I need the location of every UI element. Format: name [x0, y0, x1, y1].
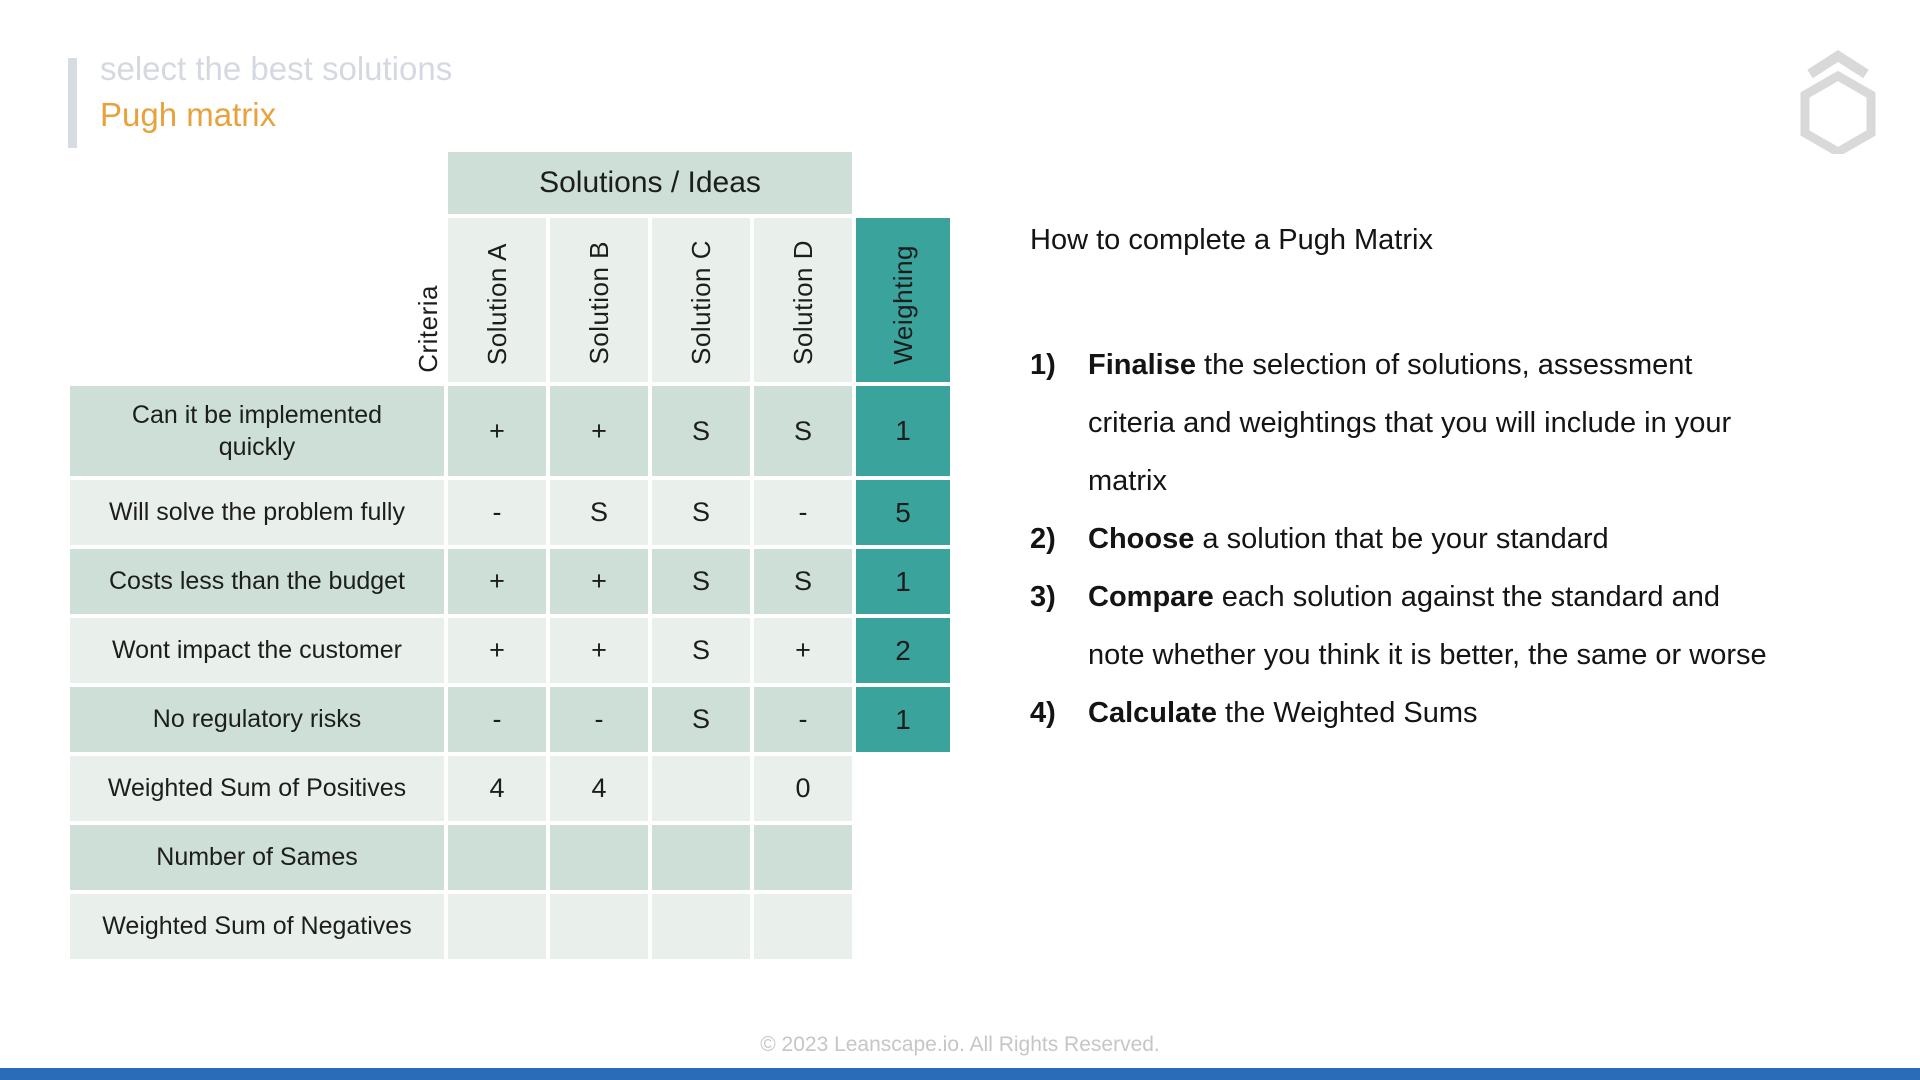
- step-keyword: Calculate: [1088, 697, 1217, 729]
- summary-row: Weighted Sum of Positives 4 4 0: [68, 754, 952, 823]
- howto-heading: How to complete a Pugh Matrix: [1030, 224, 1433, 256]
- spacer-cell: [854, 892, 952, 961]
- summary-cell: [650, 823, 752, 892]
- howto-step-3: 3) Compare each solution against the stan…: [1030, 568, 1775, 684]
- criteria-label-cell: Wont impact the customer: [68, 616, 446, 685]
- column-header-weighting: Weighting: [854, 216, 952, 384]
- spacer-cell: [854, 150, 952, 216]
- summary-cell: [548, 892, 650, 961]
- score-cell: S: [548, 478, 650, 547]
- criteria-row: Will solve the problem fully - S S - 5: [68, 478, 952, 547]
- weight-cell: 5: [854, 478, 952, 547]
- criteria-row: Can it be implemented quickly + + S S 1: [68, 384, 952, 478]
- group-header-row: Solutions / Ideas: [68, 150, 952, 216]
- copyright-footer: © 2023 Leanscape.io. All Rights Reserved…: [760, 1033, 1160, 1056]
- score-cell: -: [446, 685, 548, 754]
- step-number: 2): [1030, 523, 1056, 555]
- leanscape-hexagon-logo-icon: [1786, 46, 1890, 159]
- step-number: 3): [1030, 581, 1056, 613]
- weight-cell: 1: [854, 384, 952, 478]
- score-cell: S: [650, 547, 752, 616]
- step-number: 1): [1030, 349, 1056, 381]
- criteria-header-cell: Criteria: [68, 216, 446, 384]
- column-header-solution-a: Solution A: [446, 216, 548, 384]
- summary-row: Number of Sames: [68, 823, 952, 892]
- summary-cell: [548, 823, 650, 892]
- score-cell: -: [752, 478, 854, 547]
- step-keyword: Finalise: [1088, 349, 1196, 381]
- column-header-solution-b: Solution B: [548, 216, 650, 384]
- weight-cell: 1: [854, 685, 952, 754]
- score-cell: S: [650, 616, 752, 685]
- score-cell: S: [752, 547, 854, 616]
- step-keyword: Compare: [1088, 581, 1214, 613]
- title-accent-bar: [68, 58, 77, 148]
- criteria-row: Costs less than the budget + + S S 1: [68, 547, 952, 616]
- step-text: each solution against the standard and n…: [1088, 581, 1767, 671]
- score-cell: -: [752, 685, 854, 754]
- score-cell: -: [548, 685, 650, 754]
- criteria-label-cell: Costs less than the budget: [68, 547, 446, 616]
- score-cell: S: [650, 478, 752, 547]
- summary-cell: 0: [752, 754, 854, 823]
- summary-row: Weighted Sum of Negatives: [68, 892, 952, 961]
- score-cell: S: [650, 384, 752, 478]
- solutions-ideas-header: Solutions / Ideas: [446, 150, 854, 216]
- spacer-cell: [854, 823, 952, 892]
- step-keyword: Choose: [1088, 523, 1195, 555]
- score-cell: -: [446, 478, 548, 547]
- howto-step-1: 1) Finalise the selection of solutions, a…: [1030, 336, 1775, 510]
- spacer-cell: [854, 754, 952, 823]
- summary-cell: [752, 892, 854, 961]
- score-cell: S: [752, 384, 854, 478]
- slide-subtitle: select the best solutions: [100, 50, 453, 87]
- summary-cell: [650, 892, 752, 961]
- score-cell: +: [446, 547, 548, 616]
- criteria-label-cell: No regulatory risks: [68, 685, 446, 754]
- pugh-matrix-table: Solutions / Ideas Criteria Solution A So…: [68, 150, 952, 961]
- column-header-row: Criteria Solution A Solution B Solution …: [68, 216, 952, 384]
- step-text: a solution that be your standard: [1194, 523, 1609, 555]
- column-header-solution-d: Solution D: [752, 216, 854, 384]
- summary-cell: [752, 823, 854, 892]
- summary-cell: 4: [446, 754, 548, 823]
- step-text: the Weighted Sums: [1216, 697, 1478, 729]
- summary-cell: 4: [548, 754, 650, 823]
- score-cell: +: [548, 384, 650, 478]
- criteria-row: Wont impact the customer + + S + 2: [68, 616, 952, 685]
- summary-label-cell: Weighted Sum of Negatives: [68, 892, 446, 961]
- summary-cell: [650, 754, 752, 823]
- summary-cell: [446, 892, 548, 961]
- howto-step-4: 4) Calculate the Weighted Sums: [1030, 684, 1775, 742]
- criteria-label: Criteria: [413, 285, 443, 373]
- score-cell: +: [752, 616, 854, 685]
- score-cell: +: [446, 384, 548, 478]
- column-header-solution-c: Solution C: [650, 216, 752, 384]
- step-text: the selection of solutions, assessment c…: [1088, 349, 1732, 497]
- howto-panel: How to complete a Pugh Matrix 1) Finalise…: [1030, 220, 1775, 742]
- weight-cell: 1: [854, 547, 952, 616]
- summary-label-cell: Weighted Sum of Positives: [68, 754, 446, 823]
- step-number: 4): [1030, 697, 1056, 729]
- spacer-cell: [68, 150, 446, 216]
- criteria-label-cell: Will solve the problem fully: [68, 478, 446, 547]
- score-cell: +: [548, 547, 650, 616]
- criteria-label-cell: Can it be implemented quickly: [68, 384, 446, 478]
- howto-step-2: 2) Choose a solution that be your standar…: [1030, 510, 1775, 568]
- score-cell: +: [446, 616, 548, 685]
- page-title: Pugh matrix: [100, 96, 277, 133]
- summary-label-cell: Number of Sames: [68, 823, 446, 892]
- weight-cell: 2: [854, 616, 952, 685]
- bottom-accent-bar: [0, 1068, 1920, 1080]
- criteria-row: No regulatory risks - - S - 1: [68, 685, 952, 754]
- score-cell: S: [650, 685, 752, 754]
- score-cell: +: [548, 616, 650, 685]
- summary-cell: [446, 823, 548, 892]
